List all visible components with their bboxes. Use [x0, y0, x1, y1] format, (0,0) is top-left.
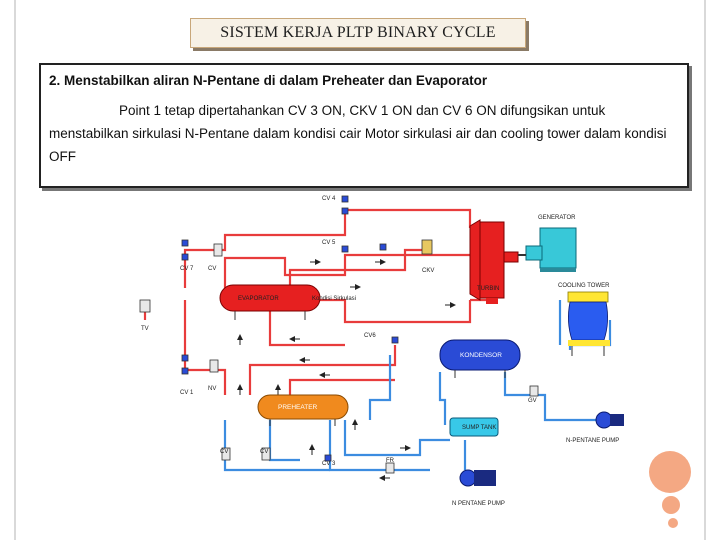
valve-gv	[529, 385, 539, 397]
label-cv-b: CV	[220, 449, 228, 455]
n-pentane-pump-right: N-PENTANE PUMP	[566, 411, 624, 444]
hot-pipes	[143, 208, 490, 395]
sump-tank: SUMP TANK	[449, 417, 499, 437]
label-cv6: CV6	[364, 333, 376, 339]
valves	[139, 195, 539, 474]
cold-pipe-kondensor-out	[438, 372, 447, 425]
description-heading: 2. Menstabilkan aliran N-Pentane di dala…	[49, 73, 488, 88]
evaporator-label: EVAPORATOR	[238, 296, 279, 302]
preheater-label: PREHEATER	[278, 404, 318, 411]
label-cv4: CV 4	[322, 196, 336, 202]
label-kondisi: Kondisi Sirkulasi	[312, 296, 356, 302]
cold-pipe-pre-bottom	[223, 420, 330, 472]
decorative-circle-2	[662, 496, 680, 514]
hot-pipe-mid	[320, 298, 472, 324]
sump-tank-label: SUMP TANK	[462, 425, 496, 431]
label-cv-c: CV	[260, 449, 268, 455]
hot-pipe-top	[183, 208, 472, 288]
label-cv3: CV 3	[322, 461, 336, 467]
description-paragraph: Point 1 tetap dipertahankan CV 3 ON, CKV…	[49, 103, 667, 164]
cooling-tower-label: COOLING TOWER	[558, 283, 610, 289]
diagram-labels: CV 4 CV 5 CV 7 CV CKV Kondisi Sirkulasi …	[141, 196, 537, 467]
left-frame-line	[14, 0, 16, 540]
valve-cv-b	[221, 447, 231, 461]
label-cv5: CV 5	[322, 240, 336, 246]
generator: GENERATOR	[518, 215, 577, 272]
cold-pipe-pump-right	[503, 372, 600, 422]
hot-pipe-cv5	[223, 253, 470, 288]
n-pentane-pump-right-label: N-PENTANE PUMP	[566, 438, 619, 444]
valve-cv1	[181, 354, 189, 362]
cooling-tower: COOLING TOWER	[558, 283, 610, 356]
evaporator-vessel: EVAPORATOR	[219, 284, 321, 320]
valve-cv6	[391, 336, 399, 344]
valve-cv1b	[181, 367, 189, 375]
valve-cv7b	[181, 253, 189, 261]
turbin-label: TURBIN	[477, 286, 499, 292]
valve-nv	[209, 359, 219, 373]
cold-pipe-cv6	[368, 355, 392, 420]
flow-arrows	[237, 259, 456, 481]
hot-pipe-evap-out	[288, 248, 430, 285]
preheater-vessel: PREHEATER	[257, 394, 349, 426]
cold-pipe-pre-bottom2	[268, 420, 300, 462]
n-pentane-pump-bottom: N PENTANE PUMP	[452, 469, 505, 507]
valve-ckv	[421, 239, 433, 255]
valve-tv	[139, 299, 151, 313]
slide-title: SISTEM KERJA PLTP BINARY CYCLE	[220, 24, 496, 41]
label-cv1: CV 1	[180, 390, 194, 396]
n-pentane-pump-bottom-label: N PENTANE PUMP	[452, 501, 505, 507]
decorative-circle-1	[649, 451, 691, 493]
hot-pipe-left-down	[183, 300, 227, 395]
valve-top-right	[379, 243, 387, 251]
slide-title-box: SISTEM KERJA PLTP BINARY CYCLE	[190, 18, 526, 48]
label-nv: NV	[208, 386, 216, 392]
description-box: 2. Menstabilkan aliran N-Pentane di dala…	[39, 63, 689, 188]
valve-cv7	[181, 239, 189, 247]
kondensor-vessel: KONDENSOR	[439, 339, 521, 378]
valve-cv3	[324, 454, 332, 462]
label-fr: FR	[386, 458, 395, 464]
turbine: TURBIN	[469, 219, 519, 304]
kondensor-label: KONDENSOR	[460, 352, 502, 359]
valve-cv4	[341, 195, 349, 203]
label-cv-a: CV	[208, 266, 216, 272]
valve-cv-a	[213, 243, 223, 257]
label-tv: TV	[141, 326, 149, 332]
generator-label: GENERATOR	[538, 215, 576, 221]
label-cv7: CV 7	[180, 266, 194, 272]
label-ckv: CKV	[422, 268, 434, 274]
valve-cv-c	[261, 447, 271, 461]
valve-fr	[385, 462, 395, 474]
hot-pipe-kondisi	[268, 310, 345, 347]
hot-pipe-pre2	[288, 378, 395, 395]
label-gv: GV	[528, 398, 537, 404]
valve-cv5	[341, 245, 349, 253]
valve-cv4b	[341, 207, 349, 215]
decorative-circle-3	[668, 518, 678, 528]
right-frame-line	[704, 0, 706, 540]
cold-pipe-sump	[343, 420, 450, 457]
hot-pipe-pre	[248, 345, 397, 395]
cold-pipes	[223, 300, 612, 472]
